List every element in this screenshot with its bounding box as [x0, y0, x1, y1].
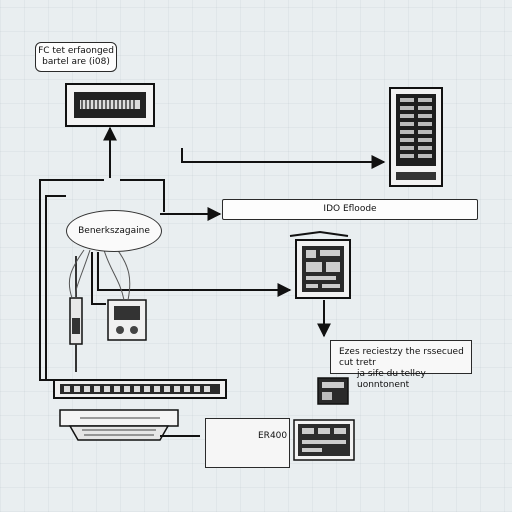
small-board-icon	[317, 377, 349, 405]
circuit-board-icon	[295, 239, 351, 299]
hub-to-gadget	[91, 252, 106, 305]
hub-top-line	[120, 179, 165, 212]
title-callout: FC tet erfaonged bartel are (i08)	[35, 42, 117, 72]
title-line-1: FC tet erfaonged	[38, 46, 114, 56]
network-switch-icon	[53, 379, 227, 399]
title-line-2: bartel are (i08)	[42, 57, 110, 67]
arrow-to-board	[97, 252, 292, 297]
hub-oval-text: Benerkszagaine	[78, 226, 150, 236]
small-callout-text: ER400	[258, 431, 288, 441]
note-callout: Ezes reciestzy the rssecued cut tretr ja…	[330, 340, 472, 390]
loop-to-switch	[39, 372, 54, 381]
connector-cable-icon	[69, 256, 147, 372]
left-loop-line	[39, 179, 104, 372]
header-board-icon	[65, 83, 155, 127]
note-line-1: Ezes reciestzy the rssecued cut tretr	[339, 347, 464, 368]
server-rack-icon	[389, 87, 443, 187]
small-callout: ER400	[205, 418, 290, 468]
memory-module-icon	[293, 419, 355, 461]
hub-oval: Benerkszagaine	[66, 210, 162, 252]
board-top-wires	[289, 230, 349, 237]
bus-label-text: IDO Efloode	[323, 204, 377, 214]
note-line-2: ja sife du telley uonntonent	[357, 369, 426, 390]
bus-label-box: IDO Efloode	[222, 199, 478, 220]
arrow-to-rack	[181, 148, 386, 169]
keyboard-icon	[59, 409, 179, 441]
left-inner-line	[45, 195, 66, 380]
